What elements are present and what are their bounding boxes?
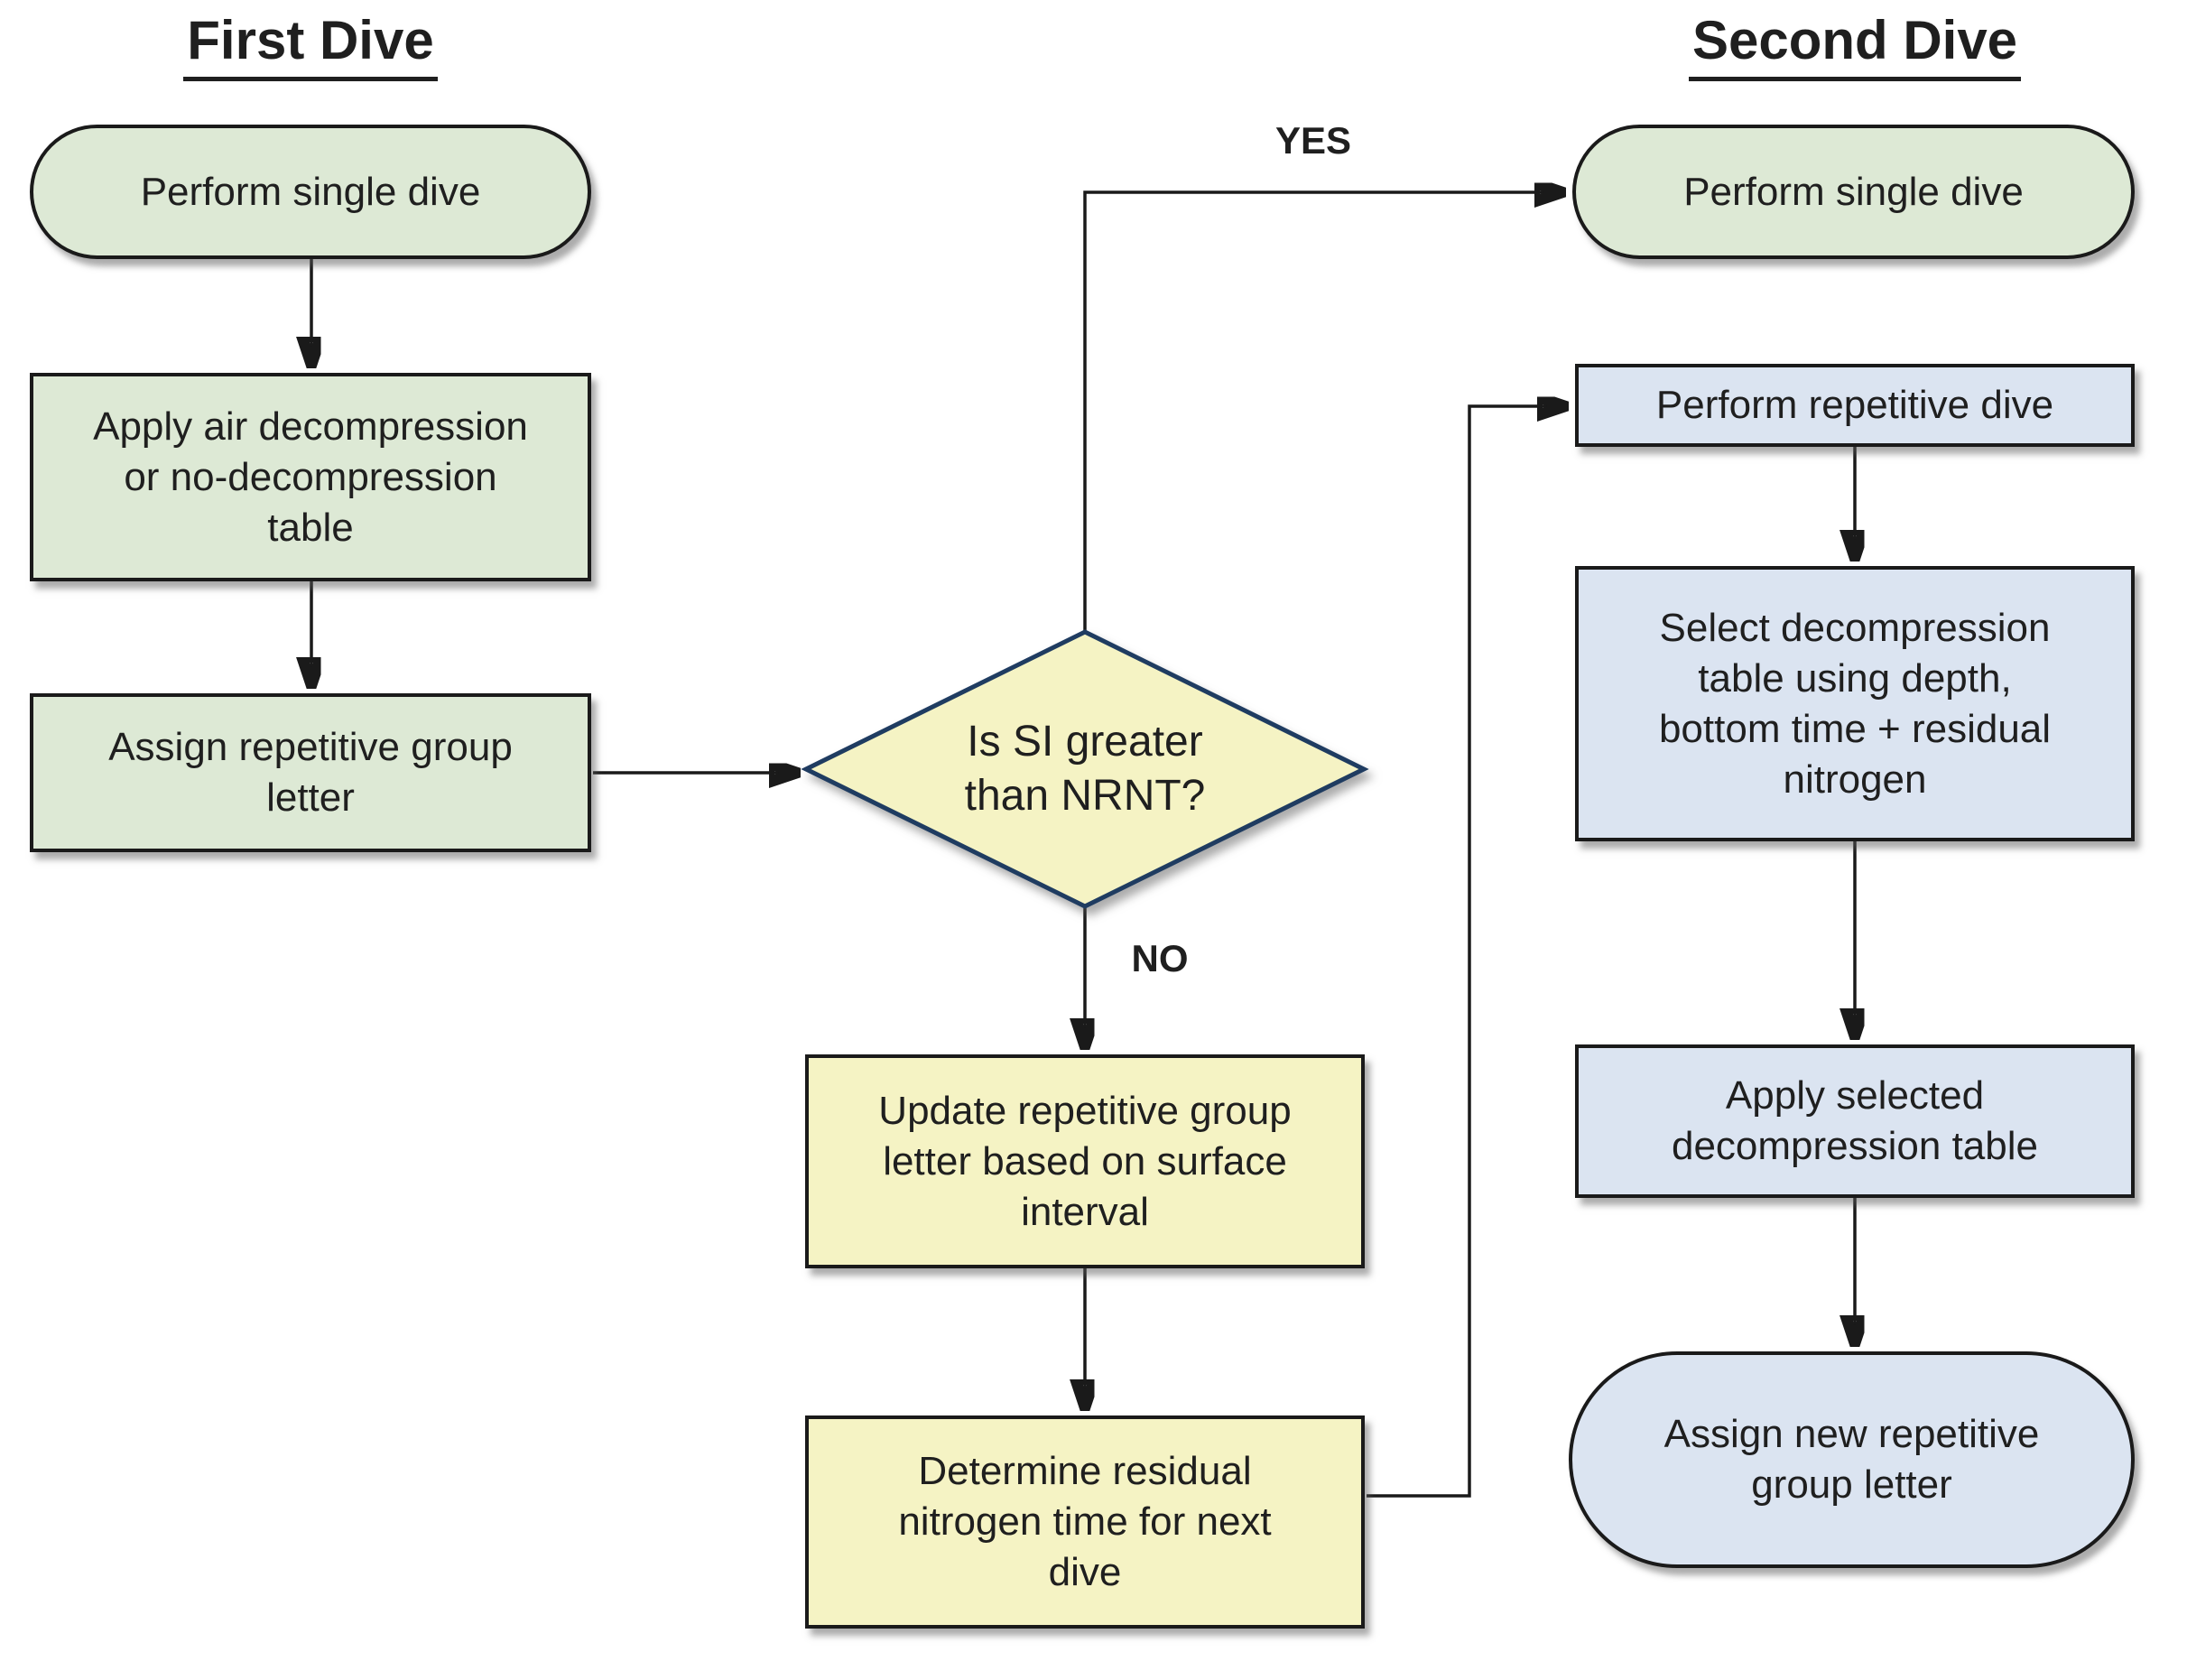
node-decision-si-greater-nrnt: Is SI greater than NRNT? <box>801 627 1369 912</box>
node-perform-repetitive-dive: Perform repetitive dive <box>1575 364 2135 447</box>
column-title-second-dive: Second Dive <box>1575 9 2135 81</box>
column-title-first-dive: First Dive <box>31 9 590 81</box>
node-label: Perform single dive <box>1683 169 2024 214</box>
node-label: Determine residual nitrogen time for nex… <box>898 1449 1272 1594</box>
node-assign-new-repetitive-group: Assign new repetitive group letter <box>1569 1351 2135 1568</box>
node-select-decompression-table: Select decompression table using depth, … <box>1575 566 2135 841</box>
node-label: Perform repetitive dive <box>1655 383 2054 427</box>
first-dive-title-text: First Dive <box>183 9 438 81</box>
node-assign-repetitive-group: Assign repetitive group letter <box>30 693 591 852</box>
node-label: Assign new repetitive group letter <box>1663 1412 2040 1507</box>
connector-yes-branch <box>1083 192 1560 632</box>
node-perform-single-dive-second: Perform single dive <box>1572 125 2135 259</box>
node-label: Update repetitive group letter based on … <box>878 1088 1292 1234</box>
decision-label: Is SI greater than NRNT? <box>964 718 1206 820</box>
branch-label-no: NO <box>1131 937 1189 979</box>
node-label: Perform single dive <box>140 169 481 214</box>
node-update-repetitive-group: Update repetitive group letter based on … <box>805 1054 1365 1268</box>
node-label: Assign repetitive group letter <box>108 725 513 820</box>
node-label: Apply selected decompression table <box>1671 1073 2038 1168</box>
diamond-shape <box>801 629 1369 909</box>
node-perform-single-dive-first: Perform single dive <box>30 125 591 259</box>
second-dive-title-text: Second Dive <box>1688 9 2022 81</box>
node-label: Apply air decompression or no-decompress… <box>93 404 528 550</box>
node-label: Select decompression table using depth, … <box>1658 605 2052 802</box>
connector-determine-to-repetitive-dive <box>1367 406 1562 1498</box>
node-apply-selected-table: Apply selected decompression table <box>1575 1044 2135 1198</box>
node-determine-residual-nitrogen: Determine residual nitrogen time for nex… <box>805 1415 1365 1629</box>
node-apply-air-decompression: Apply air decompression or no-decompress… <box>30 373 591 581</box>
branch-label-yes: YES <box>1274 119 1352 162</box>
